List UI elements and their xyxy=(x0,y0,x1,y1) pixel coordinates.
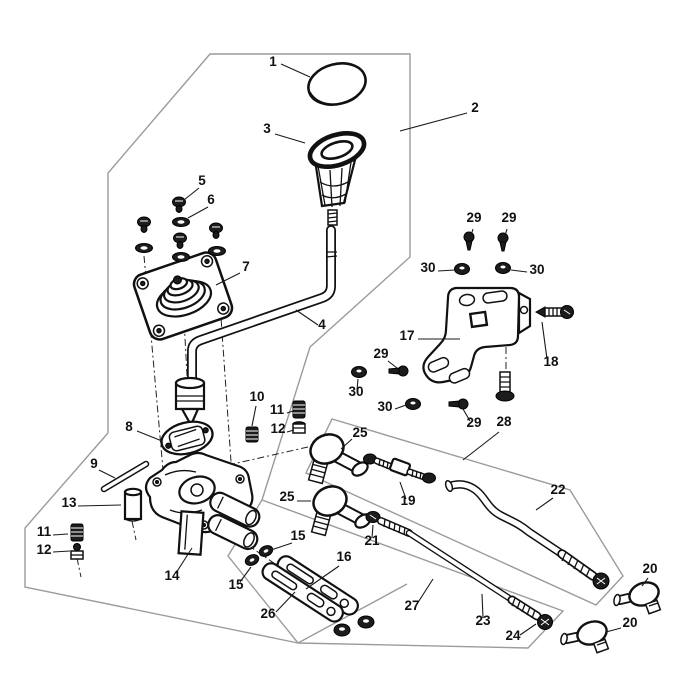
part-label-11-right: 11 xyxy=(270,402,285,417)
part-label-18: 18 xyxy=(543,354,559,369)
part-label-4: 4 xyxy=(318,317,326,332)
part-label-29-b: 29 xyxy=(501,210,516,225)
washer xyxy=(172,252,190,262)
washer xyxy=(172,217,190,227)
part-label-6: 6 xyxy=(207,192,215,207)
part-label-22: 22 xyxy=(550,482,565,497)
part-11-spring-left xyxy=(70,523,84,542)
part-label-29-c: 29 xyxy=(373,346,388,361)
part-15-washers xyxy=(244,545,274,566)
part-label-2: 2 xyxy=(471,100,479,115)
part-label-27: 27 xyxy=(404,598,419,613)
part-label-7: 7 xyxy=(242,259,250,274)
part-label-15-upper: 15 xyxy=(290,528,306,543)
part-7-boot-plate xyxy=(132,251,234,341)
part-label-15-lower: 15 xyxy=(228,577,244,592)
leader-lines xyxy=(52,63,649,636)
part-18-screw xyxy=(534,305,574,319)
part-5-6-fasteners xyxy=(135,196,226,262)
left-bottom-boundary xyxy=(24,432,299,644)
part-label-16: 16 xyxy=(336,549,352,564)
console-boundary xyxy=(107,53,411,501)
part-9-pin xyxy=(100,460,150,493)
part-label-21: 21 xyxy=(364,533,380,548)
part-19-adjuster xyxy=(363,453,436,484)
part-12-plunger-left xyxy=(70,543,84,560)
part-25-ball-joint-upper xyxy=(307,433,369,485)
part-10-spring xyxy=(245,426,259,443)
part-label-23: 23 xyxy=(475,613,491,628)
bolt xyxy=(137,216,151,233)
part-26-plate xyxy=(261,562,344,623)
part-label-20-upper: 20 xyxy=(642,561,657,576)
rod-band-lower xyxy=(227,499,565,649)
part-label-29-a: 29 xyxy=(466,210,481,225)
part-label-12-right: 12 xyxy=(270,421,285,436)
part-label-19: 19 xyxy=(400,493,415,508)
part-22-rod xyxy=(444,479,610,590)
part-8-cam-ring xyxy=(160,420,214,456)
rod-band-upper xyxy=(305,418,624,606)
housing-bosses xyxy=(207,491,261,551)
part-11-spring-right xyxy=(292,400,306,419)
part-18-bolt xyxy=(495,371,515,402)
part-21-nut xyxy=(365,511,381,523)
part-17-bracket xyxy=(422,286,532,384)
part-14-housing xyxy=(144,451,261,556)
bolt xyxy=(209,222,223,239)
part-24-nut xyxy=(537,614,553,630)
part-label-30-a: 30 xyxy=(420,260,435,275)
part-label-30-c: 30 xyxy=(348,384,363,399)
part-20-rod-end-lower xyxy=(560,620,610,654)
part-25-ball-joint-lower xyxy=(310,485,372,537)
part-label-9: 9 xyxy=(90,456,98,471)
part-label-14: 14 xyxy=(164,568,180,583)
part-label-12-left: 12 xyxy=(36,542,51,557)
part-13-spacer xyxy=(123,487,143,522)
part-label-8: 8 xyxy=(125,419,133,434)
part-16-plate xyxy=(276,555,359,616)
part-23-rod xyxy=(377,517,542,621)
part-label-25-lower: 25 xyxy=(279,489,295,504)
part-label-1: 1 xyxy=(269,54,277,69)
part-20-rod-end-upper xyxy=(613,581,662,615)
washer xyxy=(208,246,226,256)
bolt xyxy=(173,232,187,249)
part-label-26: 26 xyxy=(260,606,276,621)
part-label-10: 10 xyxy=(249,389,264,404)
part-1-knob-cap xyxy=(307,62,367,106)
part-label-24: 24 xyxy=(505,628,521,643)
part-30-nuts xyxy=(351,262,511,410)
part-label-5: 5 xyxy=(198,173,206,188)
washer xyxy=(135,243,153,253)
part-label-13: 13 xyxy=(61,495,77,510)
part-label-30-d: 30 xyxy=(377,399,392,414)
part-3-knob-cone xyxy=(307,131,367,226)
loose-nuts xyxy=(333,615,375,637)
part-labels: 1 2 3 4 5 6 7 8 9 10 11 12 13 11 12 14 1… xyxy=(36,54,657,643)
part-label-25-upper: 25 xyxy=(352,425,368,440)
part-label-30-b: 30 xyxy=(529,262,544,277)
part-label-28: 28 xyxy=(496,414,512,429)
bolt xyxy=(172,196,186,213)
part-label-29-d: 29 xyxy=(466,415,481,430)
part-4-shift-lever xyxy=(174,225,338,434)
part-label-20-lower: 20 xyxy=(622,615,637,630)
part-12-plunger-right xyxy=(292,421,306,434)
part-label-17: 17 xyxy=(399,328,414,343)
part-label-11-left: 11 xyxy=(37,524,52,539)
part-label-3: 3 xyxy=(263,121,271,136)
